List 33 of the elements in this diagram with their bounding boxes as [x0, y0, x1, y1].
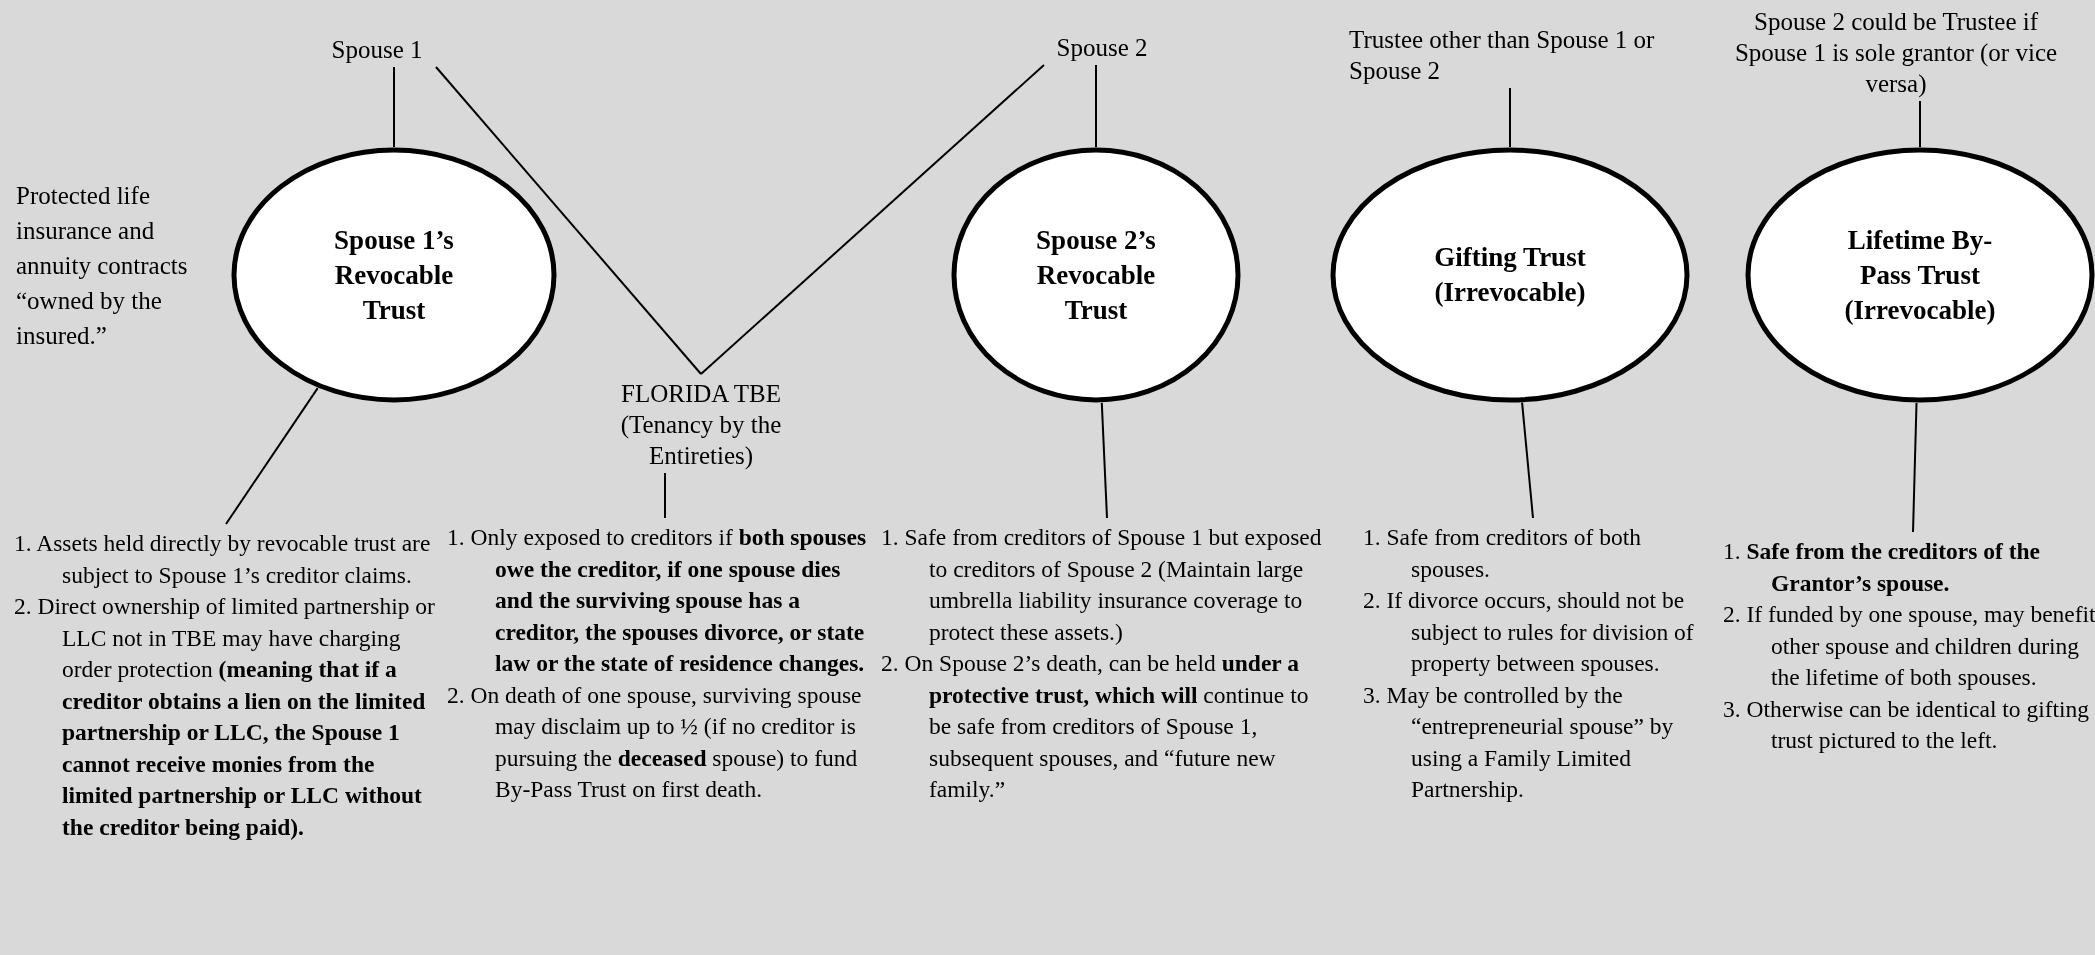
- list-item: 1. Safe from the creditors of the Grantor’s spouse.: [1723, 537, 2041, 598]
- list-item: 2. On Spouse 2’s death, can be held under a protective trust, which will continue to be safe from creditors of Spouse 1, subsequent spouses, and “future new family.”: [881, 649, 1310, 804]
- list-item: 2. If funded by one spouse, may benefit other spouse and children during the lifetime of both spouses.: [1723, 600, 2095, 692]
- note-text: Protected life insurance and annuity contracts “owned by the insured.”: [16, 181, 189, 351]
- connector-line: [664, 472, 666, 519]
- annotation-text: Spouse 2: [1044, 32, 1160, 63]
- connector-line: [1521, 401, 1534, 519]
- annotation-text: Spouse 2 could be Trustee if Spouse 1 is sole grantor (or vice versa): [1716, 6, 2076, 99]
- list-item: 2. If divorce occurs, should not be subject to rules for division of property between spouses.: [1363, 586, 1695, 678]
- connector-line: [1919, 100, 1921, 148]
- list-item: 1. Assets held directly by revocable trust are subject to Spouse 1’s creditor claims.: [14, 529, 432, 590]
- annotation-text: Trustee other than Spouse 1 or Spouse 2: [1349, 24, 1679, 86]
- connector-line: [700, 64, 1045, 375]
- connector-line: [435, 66, 702, 375]
- connector-line: [1100, 401, 1108, 519]
- list-item: 3. Otherwise can be identical to gifting trust pictured to the left.: [1723, 694, 2091, 755]
- list-item: 3. May be controlled by the “entrepreneurial spouse” by using a Family Limited Partnership.: [1363, 680, 1675, 804]
- list-item: 2. Direct ownership of limited partnership or LLC not in TBE may have charging order protection (meaning that if a creditor obtains a lien on the limited partnership or LLC, the Spouse 1 cannot receive monies from the limited partnership or LLC without the creditor being paid).: [14, 592, 436, 842]
- connector-line: [1095, 64, 1097, 148]
- list-item: 1. Safe from creditors of Spouse 1 but exposed to creditors of Spouse 2 (Maintain large umbrella liability insurance coverage to protect these assets.): [881, 523, 1323, 647]
- list-item: 2. On death of one spouse, surviving spouse may disclaim up to ½ (if no creditor is pursuing the deceased spouse) to fund By-Pass Trust on first death.: [447, 680, 863, 804]
- list-item: 1. Safe from creditors of both spouses.: [1363, 523, 1642, 584]
- connector-line: [1509, 87, 1511, 148]
- annotation-text: FLORIDA TBE (Tenancy by the Entireties): [588, 378, 814, 471]
- connector-line: [1912, 401, 1918, 533]
- trust-name: Spouse 1’s Revocable Trust: [333, 223, 455, 327]
- list-item: 1. Only exposed to creditors if both spouses owe the creditor, if one spouse dies and the surviving spouse has a creditor, the spouses divorce, or state law or the state of residence changes.: [447, 523, 868, 678]
- connector-line: [225, 387, 319, 525]
- annotation-text: Spouse 1: [318, 34, 436, 65]
- trust-name: Lifetime By-Pass Trust (Irrevocable): [1843, 223, 1997, 327]
- trust-name: Gifting Trust (Irrevocable): [1433, 241, 1587, 309]
- trust-name: Spouse 2’s Revocable Trust: [1035, 223, 1157, 327]
- connector-line: [393, 66, 395, 148]
